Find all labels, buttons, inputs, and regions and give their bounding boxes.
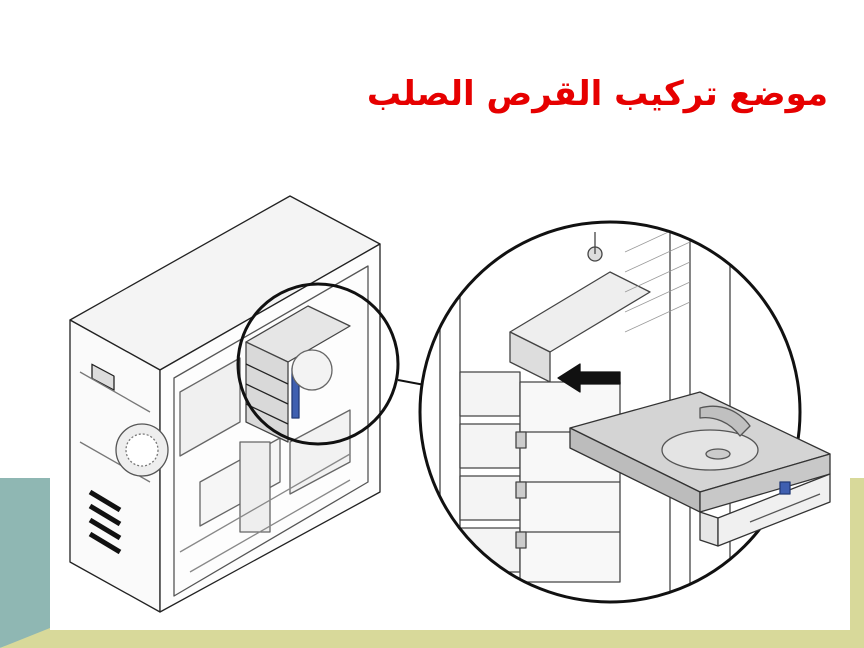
- teal-band: [0, 478, 50, 648]
- hard-drive-icon: [569, 391, 831, 547]
- insert-arrow-icon: [557, 363, 621, 393]
- olive-band-right: [850, 478, 864, 648]
- slide-title: موضع تركيب القرص الصلب: [366, 74, 828, 114]
- server-tower-icon: [69, 195, 381, 613]
- hard-drive-installation-figure: [50, 192, 850, 630]
- zoom-circle-small: [236, 282, 400, 446]
